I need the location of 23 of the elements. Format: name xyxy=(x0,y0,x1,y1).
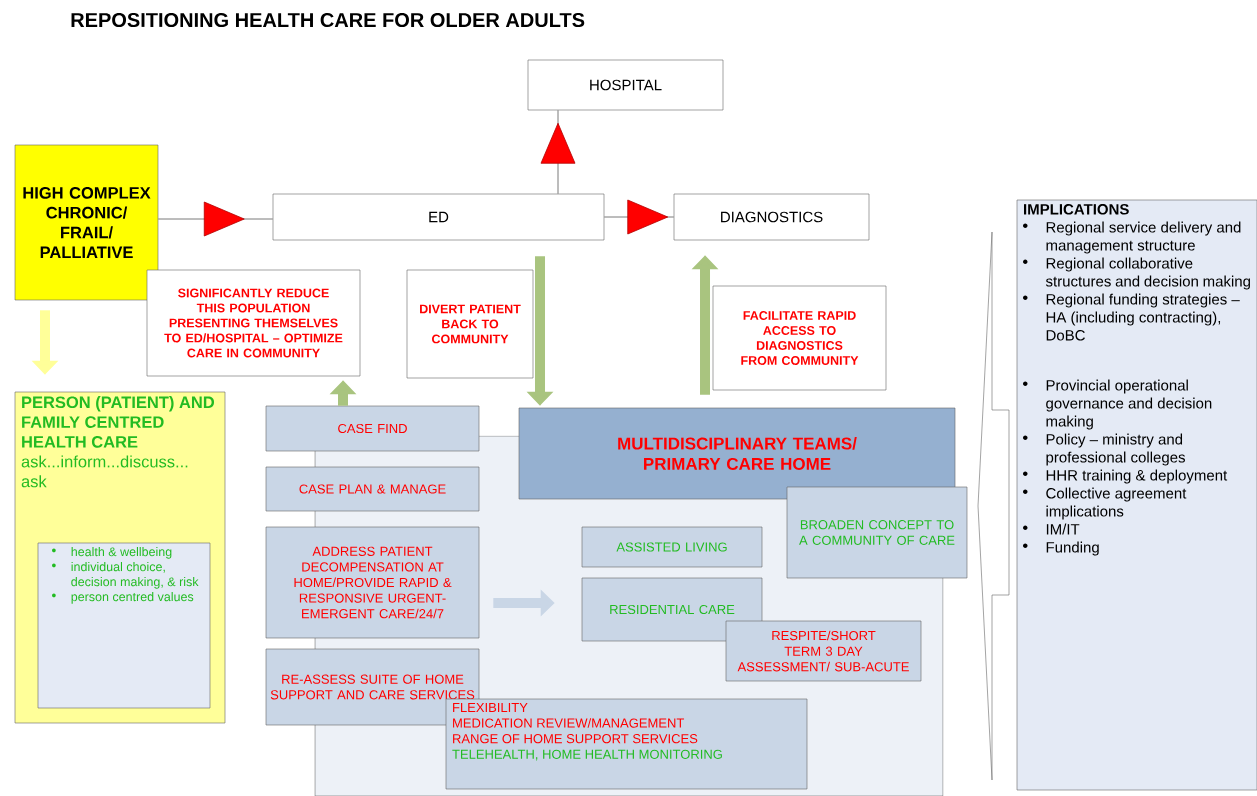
process-box: MULTIDISCIPLINARY TEAMS/ PRIMARY CARE HOME xyxy=(518,407,956,500)
arrow xyxy=(603,199,675,235)
process-box: RESPITE/SHORT TERM 3 DAY ASSESSMENT/ SUB-ACUTE xyxy=(725,620,922,682)
process-box: CASE PLAN & MANAGE xyxy=(265,466,480,512)
arrow xyxy=(540,109,576,195)
process-box: HIGH COMPLEX CHRONIC/ FRAIL/ PALLIATIVE xyxy=(14,144,159,301)
note-box: FACILITATE RAPID ACCESS TO DIAGNOSTICS FROM COMMUNITY xyxy=(712,285,887,391)
title: REPOSITIONING HEALTH CARE FOR OLDER ADULTS xyxy=(71,12,585,28)
bracket xyxy=(977,231,1010,781)
process-box: RESIDENTIAL CARE xyxy=(581,577,763,642)
process-box: ED xyxy=(272,193,605,241)
process-box: ADDRESS PATIENT DECOMPENSATION AT HOME/PROVIDE RAPID & RESPONSIVE URGENT-EMERGENT CARE/24/7 xyxy=(265,526,480,639)
process-box: DIAGNOSTICS xyxy=(673,193,870,241)
arrow xyxy=(157,201,274,237)
note-box: DIVERT PATIENT BACK TO COMMUNITY xyxy=(406,269,534,379)
process-box: ASSISTED LIVING xyxy=(581,526,763,568)
note-box: SIGNIFICANTLY REDUCE THIS POPULATION PRESENTING THEMSELVES TO ED/HOSPITAL – OPTIMIZE CARE IN COMMUNITY xyxy=(146,269,361,377)
bullet-list-box: health & wellbeing individual choice, decision making, & risk person centred values xyxy=(37,542,211,709)
implications-panel: IMPLICATIONS Regional service delivery and management structure Regional collaborative structures and decision making Regional funding strategies – HA (including contracting), DoBC Provincial operational governance and decision making Policy – ministry and professional colleges HHR training & deployment Collective agreement implications IM/IT Funding xyxy=(1016,199,1257,791)
process-box: FLEXIBILITY MEDICATION REVIEW/MANAGEMENT RANGE OF HOME SUPPORT SERVICES TELEHEALTH, HOME HEALTH MONITORING xyxy=(445,698,808,790)
process-box: BROADEN CONCEPT TO A COMMUNITY OF CARE xyxy=(786,486,968,579)
process-box: CASE FIND xyxy=(265,405,480,452)
process-box: HOSPITAL xyxy=(527,59,724,111)
